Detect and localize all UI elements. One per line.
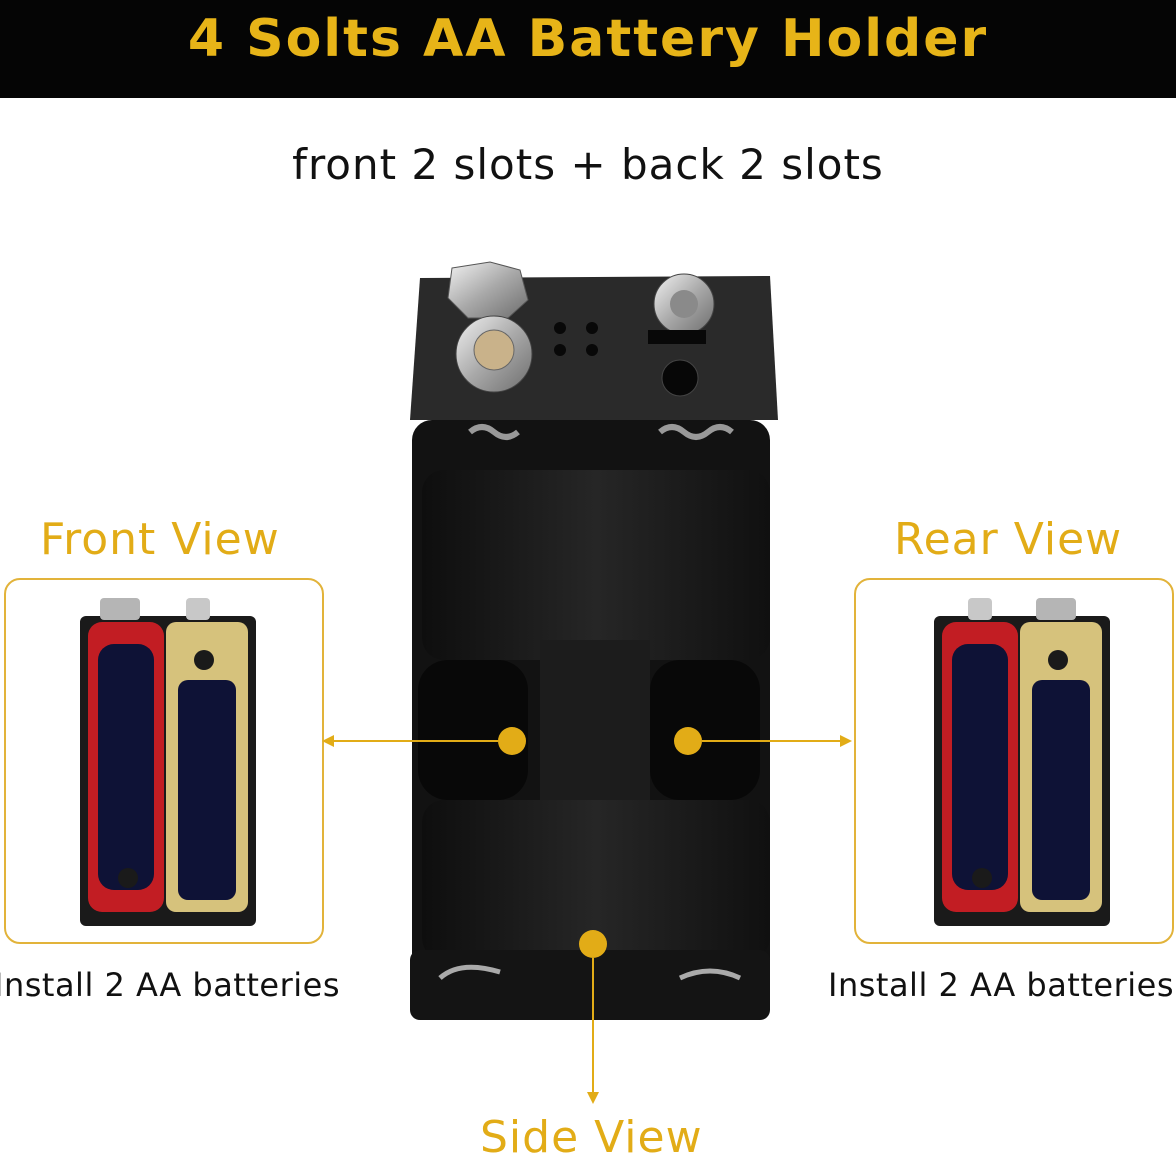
title-banner: 4 Solts AA Battery Holder <box>0 0 1176 98</box>
banner-title: 4 Solts AA Battery Holder <box>187 9 989 69</box>
rear-view-batteries <box>934 598 1110 926</box>
rear-view-frame <box>854 578 1174 944</box>
front-view-label: Front View <box>40 514 280 565</box>
front-view-caption: Install 2 AA batteries <box>0 966 340 1004</box>
rear-view-label: Rear View <box>894 514 1123 565</box>
side-view-dot <box>579 930 607 958</box>
front-view-dot <box>498 727 526 755</box>
side-view-label: Side View <box>480 1112 703 1163</box>
front-view-frame <box>4 578 324 944</box>
hex-terminal <box>447 261 529 319</box>
subtitle: front 2 slots + back 2 slots <box>292 140 884 189</box>
rear-view-caption: Install 2 AA batteries <box>828 966 1174 1004</box>
front-view-batteries <box>80 598 256 926</box>
round-terminal-inner <box>473 329 515 371</box>
rear-view-dot <box>674 727 702 755</box>
